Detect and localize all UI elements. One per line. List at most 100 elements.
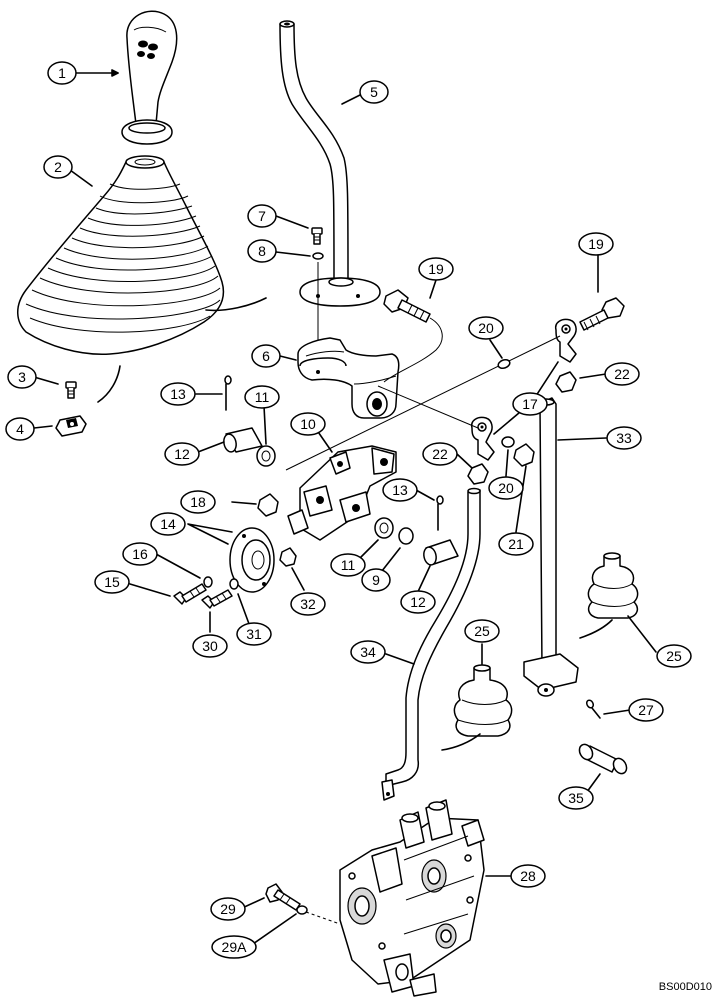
callout-29A: 29A bbox=[211, 935, 257, 959]
svg-text:4: 4 bbox=[16, 421, 24, 437]
svg-text:13: 13 bbox=[392, 482, 408, 498]
callout-21: 21 bbox=[498, 532, 534, 556]
screw-3-drawing bbox=[65, 381, 77, 399]
svg-text:20: 20 bbox=[498, 480, 514, 496]
callout-29: 29 bbox=[210, 897, 246, 921]
callout-33: 33 bbox=[606, 426, 642, 450]
svg-text:30: 30 bbox=[202, 638, 218, 654]
callout-5: 5 bbox=[359, 80, 389, 104]
callout-34: 34 bbox=[350, 640, 386, 664]
cotter-pin-13-top-drawing bbox=[224, 375, 232, 411]
washer-20-top-drawing bbox=[497, 358, 511, 370]
callout-19-center: 19 bbox=[418, 257, 454, 281]
callout-12-upper: 12 bbox=[164, 442, 200, 466]
callout-11-upper: 11 bbox=[244, 385, 280, 409]
boot-25-left-arc bbox=[441, 733, 481, 751]
svg-text:34: 34 bbox=[360, 644, 376, 660]
callout-2: 2 bbox=[43, 155, 73, 179]
svg-text:14: 14 bbox=[160, 516, 176, 532]
screw-15-drawing bbox=[173, 583, 207, 605]
svg-text:13: 13 bbox=[170, 386, 186, 402]
callout-20-upper: 20 bbox=[468, 316, 504, 340]
callout-27: 27 bbox=[628, 698, 664, 722]
clevis-pin-35-drawing bbox=[578, 743, 628, 775]
bushing-12-top-drawing bbox=[223, 427, 263, 453]
svg-text:29A: 29A bbox=[222, 939, 248, 955]
bearing-11-bottom-drawing bbox=[374, 517, 394, 539]
pin-27-drawing bbox=[585, 699, 601, 719]
bracket-6-drawing bbox=[297, 337, 400, 419]
svg-text:19: 19 bbox=[428, 261, 444, 277]
svg-text:29: 29 bbox=[220, 901, 236, 917]
callout-25-left: 25 bbox=[464, 619, 500, 643]
washer-20-bottom-drawing bbox=[501, 436, 515, 448]
boot-25-left-drawing bbox=[453, 664, 513, 737]
callout-14: 14 bbox=[150, 512, 186, 536]
svg-text:35: 35 bbox=[568, 790, 584, 806]
callout-25-right: 25 bbox=[656, 644, 692, 668]
callout-6: 6 bbox=[251, 344, 281, 368]
boot-mount-arc-lower bbox=[97, 365, 121, 403]
bolt-19-center-drawing bbox=[383, 289, 431, 323]
callout-32: 32 bbox=[290, 592, 326, 616]
screw-7-drawing bbox=[311, 227, 323, 245]
ball-joint-17-top-drawing bbox=[554, 318, 577, 363]
svg-text:11: 11 bbox=[341, 557, 356, 573]
boot-mount-arc bbox=[205, 297, 267, 312]
svg-text:10: 10 bbox=[300, 416, 316, 432]
washer-9-drawing bbox=[398, 527, 414, 545]
rubber-boot-drawing bbox=[17, 155, 225, 355]
svg-text:21: 21 bbox=[508, 536, 524, 552]
svg-text:5: 5 bbox=[370, 84, 378, 100]
svg-text:3: 3 bbox=[18, 369, 26, 385]
svg-text:22: 22 bbox=[432, 446, 448, 462]
nut-22-bottom-drawing bbox=[467, 463, 489, 485]
callout-19-right: 19 bbox=[578, 232, 614, 256]
screw-30-drawing bbox=[201, 589, 233, 609]
alignment-line-19 bbox=[383, 317, 443, 383]
linkage-rod-line bbox=[285, 335, 561, 471]
bracket-link-line bbox=[377, 385, 479, 429]
svg-text:33: 33 bbox=[616, 430, 632, 446]
ball-joint-17-bottom-drawing bbox=[470, 416, 495, 461]
svg-text:12: 12 bbox=[410, 594, 426, 610]
joystick-handle-drawing bbox=[121, 10, 178, 145]
washer-16-drawing bbox=[203, 576, 213, 588]
callout-4: 4 bbox=[5, 417, 35, 441]
cotter-pin-13-bottom-drawing bbox=[436, 495, 444, 531]
callout-10: 10 bbox=[290, 412, 326, 436]
callout-30: 30 bbox=[192, 634, 228, 658]
svg-text:25: 25 bbox=[666, 648, 682, 664]
callout-7: 7 bbox=[247, 204, 277, 228]
callout-18: 18 bbox=[180, 490, 216, 514]
callouts: 1 2 3 4 5 6 7 8 bbox=[5, 61, 692, 959]
svg-text:27: 27 bbox=[638, 702, 654, 718]
svg-text:8: 8 bbox=[258, 243, 266, 259]
boot-25-right-drawing bbox=[587, 552, 639, 619]
bearing-11-top-drawing bbox=[256, 445, 276, 467]
callout-12-lower: 12 bbox=[400, 590, 436, 614]
control-rod-34-drawing bbox=[381, 487, 481, 801]
svg-text:11: 11 bbox=[255, 389, 270, 405]
callout-11-lower: 11 bbox=[330, 553, 366, 577]
nut-32-drawing bbox=[279, 547, 297, 567]
callout-16: 16 bbox=[122, 542, 158, 566]
parts-artwork bbox=[17, 10, 639, 997]
callout-17: 17 bbox=[512, 392, 548, 416]
svg-text:19: 19 bbox=[588, 236, 604, 252]
svg-text:16: 16 bbox=[132, 546, 148, 562]
callout-13-upper: 13 bbox=[160, 382, 196, 406]
callout-20-lower: 20 bbox=[488, 476, 524, 500]
callout-3: 3 bbox=[7, 365, 37, 389]
bolt-19-right-drawing bbox=[579, 297, 625, 331]
washer-31-drawing bbox=[229, 578, 239, 590]
gimbal-bracket-10-drawing bbox=[287, 445, 397, 541]
svg-text:28: 28 bbox=[520, 868, 536, 884]
svg-text:12: 12 bbox=[174, 446, 190, 462]
nut-18-drawing bbox=[257, 493, 279, 517]
callout-13-lower: 13 bbox=[382, 478, 418, 502]
callout-15: 15 bbox=[94, 570, 130, 594]
callout-22-lower: 22 bbox=[422, 442, 458, 466]
callout-8: 8 bbox=[247, 239, 277, 263]
